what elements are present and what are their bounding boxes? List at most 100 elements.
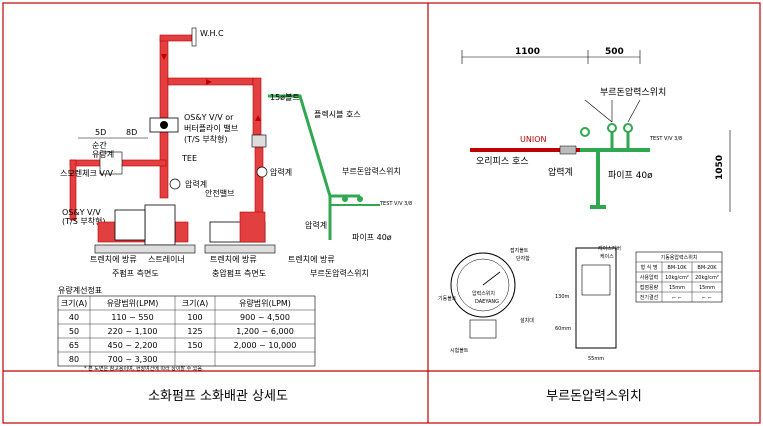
whc-label: W.H.C (200, 29, 224, 38)
gauge-bottom: 시험볼트 (450, 347, 469, 354)
gauge-face-label: 압력스위치 (472, 290, 495, 297)
test-vv-right: TEST V/V 3/8 (649, 136, 682, 142)
spec-cell: ⌐ ⌐ (702, 295, 712, 301)
switch-icon (607, 123, 617, 133)
smoke-check-label: 스모렌체크 V/V (60, 168, 114, 178)
spec-cell: BM-10K (667, 265, 687, 271)
d8-label: 8D (126, 128, 137, 137)
gauge-top2: 단자함 (516, 255, 530, 262)
case-label: 케이스 (600, 253, 614, 260)
osy-top-label: OS&Y V/V or (184, 113, 234, 122)
table-cell: 150 (187, 341, 202, 350)
gauge-brand: DAEYANG (475, 299, 499, 305)
flow-arrow (255, 115, 261, 121)
drain-label-3: 트렌치에 방류 (288, 254, 335, 264)
left-panel: W.H.C OS&Y V/V or 버터플라이 밸브 (T/S 부착형) 순간 … (57, 27, 412, 404)
table-cell: 220 ~ 1,100 (108, 327, 158, 336)
table-cell: 80 (69, 355, 79, 364)
strainer-label: 스트레이너 (148, 254, 185, 264)
spec-cell: 10kg/cm² (665, 275, 689, 281)
test-vv-label: TEST V/V 3/8 (379, 201, 412, 207)
pressure-label: 압력계 (185, 179, 207, 189)
spec-title: 기동용압력스위치 (661, 254, 698, 261)
pipe40-right-label: 파이프 40ø (608, 170, 653, 181)
gauge-icon (580, 127, 590, 137)
case-window (581, 264, 611, 296)
switch-node (342, 196, 348, 202)
butterfly-label: 버터플라이 밸브 (184, 123, 238, 133)
main-pump-body (144, 204, 176, 246)
table-cell: 65 (69, 341, 79, 350)
spec-cell: 15mm (669, 285, 685, 291)
case-cover-label: 케이스커버 (598, 245, 621, 252)
flow-arrow (161, 54, 167, 60)
table-cell: 700 ~ 3,300 (108, 355, 158, 364)
pressure3-label: 압력계 (305, 220, 327, 230)
pipe40-label: 파이프 40ø (352, 232, 392, 242)
dim-1100: 1100 (515, 47, 540, 57)
pressure-right-label: 압력계 (548, 166, 573, 178)
gauge-mount (469, 319, 497, 339)
table-cell: 100 (187, 313, 202, 322)
test-line-drop (69, 159, 77, 221)
aux-tee (251, 134, 267, 148)
ts-top-label: (T/S 부착형) (184, 135, 228, 144)
main-motor (114, 209, 146, 241)
bourdon-side-caption: 부르돈압력스위치 (310, 268, 369, 278)
bourdon-label: 부르돈압력스위치 (600, 86, 666, 98)
relief-label: 안전밸브 (205, 188, 234, 198)
table-header-cell: 유량범위(LPM) (239, 298, 291, 308)
spec-cell: 접점용량 (640, 284, 659, 291)
right-title: 부르돈압력스위치 (546, 389, 642, 404)
main-pump-base (94, 244, 196, 254)
aux-pump-casing (239, 211, 266, 243)
dim-500: 500 (605, 47, 624, 57)
valve-wheel (160, 121, 168, 129)
spec-cell: BM-20K (697, 265, 717, 271)
right-panel: 1100 500 1050 부르돈압력스위치 UNION TEST V/V 3/… (438, 47, 731, 404)
flex-hose-label: 플렉시블 호스 (314, 109, 361, 119)
flowmeter-label2: 유량계 (92, 149, 114, 159)
table-note: * 본 도면은 참고용이며, 현장여건에 따라 상이할 수 있음. (84, 365, 204, 372)
d60-label: 60mm (555, 326, 571, 332)
bourdon-sw-label: 부르돈압력스위치 (342, 166, 401, 176)
table-header-cell: 유량범위(LPM) (107, 298, 159, 308)
leader-lines (584, 99, 641, 123)
spec-cell: 15mm (699, 285, 715, 291)
table-outline (57, 295, 316, 367)
d130-label: 130m (555, 294, 570, 300)
drain-label-2: 트렌치에 방류 (210, 254, 257, 264)
table-caption: 유량계선정표 (58, 285, 102, 295)
union-fitting (559, 145, 577, 155)
flowmeter (99, 151, 123, 175)
case-body (575, 247, 617, 349)
aux-pump-caption: 충압펌프 측면도 (212, 268, 266, 278)
gauge-needle (482, 271, 501, 286)
spec-cell: 형 식 명 (641, 264, 658, 271)
d5-label: 5D (95, 128, 106, 137)
aux-pump-base (204, 244, 276, 254)
switch-icon (623, 123, 633, 133)
dim-1050: 1050 (715, 155, 725, 180)
d15-label: 15ø볼트 (270, 92, 300, 102)
spec-outline (635, 251, 723, 303)
table-cell: 50 (69, 327, 79, 336)
d55-label: 55mm (588, 356, 604, 362)
left-title: 소화펌프 소화배관 상세도 (148, 389, 288, 404)
table-header-cell: 크기(A) (61, 299, 87, 308)
ts-left-label: (T/S 부착형) (62, 217, 106, 226)
spec-cell: 전기결선 (640, 294, 659, 301)
table-cell: 1,200 ~ 6,000 (236, 327, 294, 336)
table-cell: 125 (187, 327, 202, 336)
drain-label-1: 트렌치에 방류 (90, 254, 137, 264)
pipe-foot (590, 205, 606, 209)
gauge-right1: 설치대 (520, 317, 534, 324)
table-cell: 40 (69, 313, 79, 322)
cross-pipe-vertical (252, 77, 262, 139)
tee-label: TEE (181, 154, 197, 163)
spec-cell: 20kg/cm² (695, 275, 719, 281)
table-header-cell: 크기(A) (182, 299, 208, 308)
table-cell: 2,000 ~ 10,000 (234, 341, 297, 350)
